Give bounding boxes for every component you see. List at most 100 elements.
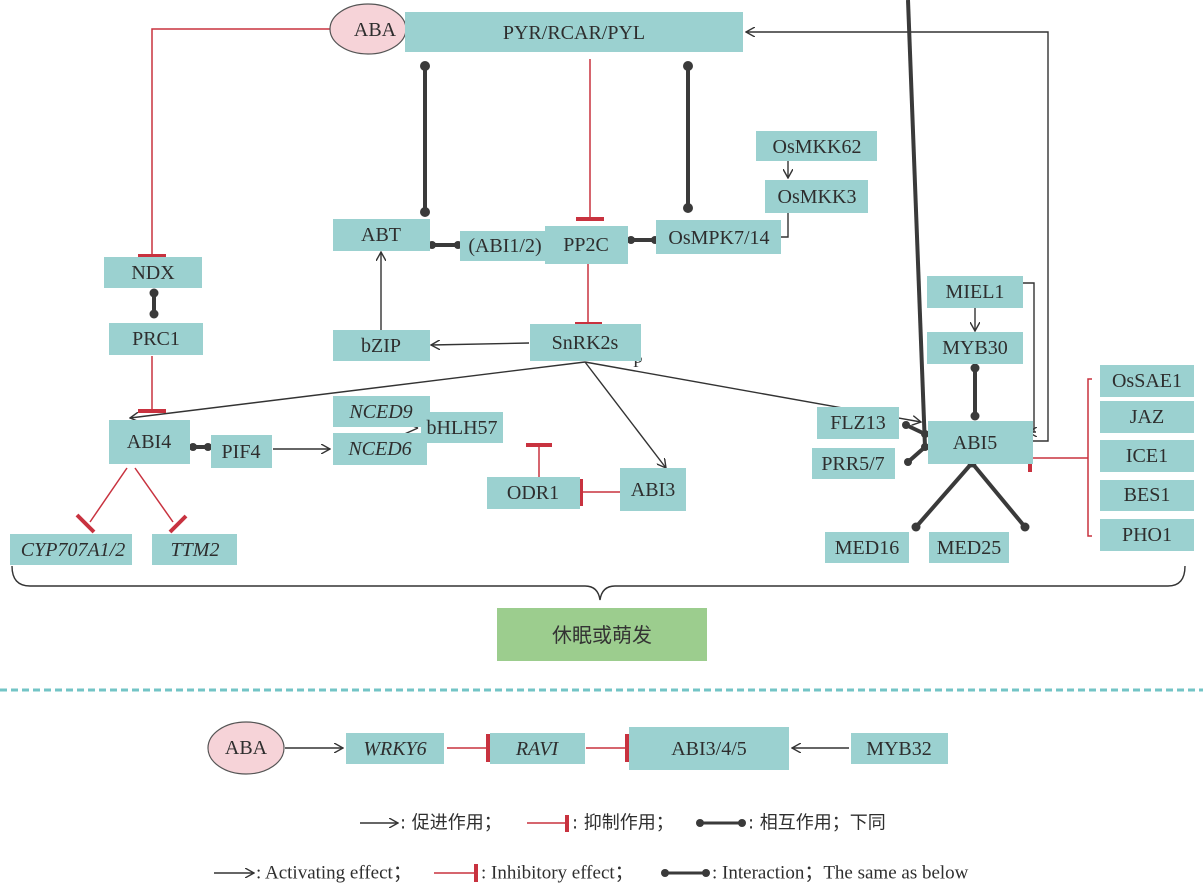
inhibit-bar-ttm2 (168, 514, 188, 534)
interaction-dot (683, 203, 693, 213)
interaction-dot (420, 61, 430, 71)
svg-text:bHLH57: bHLH57 (426, 417, 497, 439)
node-nced9: NCED9 (333, 396, 430, 427)
interaction-dot (420, 207, 430, 217)
edge-miel1-abi5 (1022, 282, 1036, 433)
outcome-brace (11, 565, 1186, 601)
interaction-dot (696, 819, 704, 827)
interaction-dot (204, 443, 212, 451)
node-miel1: MIEL1 (927, 276, 1023, 308)
node-osmpk7-14: OsMPK7/14 (656, 220, 781, 254)
svg-text:PHO1: PHO1 (1122, 524, 1172, 546)
node-pp2c: PP2C (545, 226, 628, 264)
edge-aba-ndx-inhibit (151, 28, 332, 256)
node-bhlh57: bHLH57 (421, 412, 503, 443)
interaction-dot (702, 869, 710, 877)
svg-text:MYB32: MYB32 (866, 738, 932, 760)
outcome-dormancy-germination: 休眠或萌发 (497, 608, 707, 661)
svg-text:CYP707A1/2: CYP707A1/2 (21, 539, 125, 561)
interaction-dot (904, 458, 912, 466)
svg-text:NCED9: NCED9 (348, 401, 412, 423)
node-aba-bottom: ABA (207, 721, 285, 775)
node-pho1: PHO1 (1100, 519, 1194, 551)
edge-snrk-abi3 (584, 361, 666, 468)
node-snrk2s: SnRK2s (530, 324, 641, 361)
svg-text:bZIP: bZIP (361, 335, 401, 357)
legend-interaction-cn: : 相互作用；下同 (748, 813, 886, 834)
node-ttm2: TTM2 (152, 534, 237, 565)
edge-abi5-pyr-activate (746, 32, 1049, 442)
legend-activating-en: : Activating effect； (256, 863, 412, 884)
svg-text:NDX: NDX (131, 262, 175, 284)
svg-text:WRKY6: WRKY6 (363, 738, 426, 760)
interaction-dot (149, 288, 159, 298)
node-prr5-7: PRR5/7 (812, 448, 895, 479)
interaction-dot (921, 443, 929, 451)
phosphorylation-label: P (633, 352, 642, 371)
svg-text:PYR/RCAR/PYL: PYR/RCAR/PYL (503, 22, 645, 44)
svg-text:PIF4: PIF4 (222, 441, 261, 463)
interaction-dot (1020, 522, 1030, 532)
interaction-dot (902, 421, 910, 429)
edge-right-group-bracket (1087, 378, 1092, 537)
svg-text:ABI5: ABI5 (953, 432, 997, 454)
node-abi1-2: (ABI1/2) (460, 231, 550, 261)
node-abi3: ABI3 (620, 468, 686, 511)
svg-text:SnRK2s: SnRK2s (552, 332, 619, 354)
svg-text:RAVI: RAVI (515, 738, 560, 760)
svg-text:MED25: MED25 (937, 537, 1001, 559)
node-abi3-4-5: ABI3/4/5 (629, 727, 789, 770)
edge-snrk-abi4 (130, 361, 586, 418)
node-med25: MED25 (929, 532, 1009, 563)
node-cyp707a1-2: CYP707A1/2 (10, 534, 132, 565)
svg-text:FLZ13: FLZ13 (830, 412, 886, 434)
legend-chinese: : 促进作用； : 抑制作用； : 相互作用；下同 (360, 813, 886, 834)
node-pyr-rcar-pyl: PYR/RCAR/PYL (405, 12, 743, 52)
node-ossae1: OsSAE1 (1100, 365, 1194, 397)
node-ravi: RAVI (490, 733, 585, 764)
legend-english: : Activating effect； : Inhibitory effect… (214, 863, 969, 884)
svg-text:TTM2: TTM2 (171, 539, 220, 561)
inhibit-bar-cyp707 (75, 513, 96, 534)
legend-activating-cn: : 促进作用； (400, 813, 502, 834)
edge-abi5-med25-interact (970, 461, 1027, 529)
node-ice1: ICE1 (1100, 440, 1194, 472)
node-abi4: ABI4 (109, 420, 190, 464)
svg-text:ABT: ABT (361, 224, 401, 246)
svg-text:ICE1: ICE1 (1126, 445, 1168, 467)
interaction-dot (189, 443, 197, 451)
svg-text:BES1: BES1 (1124, 484, 1171, 506)
interaction-dot (149, 309, 159, 319)
node-bes1: BES1 (1100, 480, 1194, 511)
edge-prr57-abi5-interact (906, 0, 927, 448)
node-abt: ABT (333, 219, 430, 251)
edge-abi4-cyp707-inhibit (89, 467, 128, 523)
node-med16: MED16 (825, 532, 909, 563)
svg-text:PRC1: PRC1 (132, 328, 180, 350)
svg-text:OsSAE1: OsSAE1 (1112, 370, 1182, 392)
node-osmkk3: OsMKK3 (765, 180, 868, 213)
node-myb32: MYB32 (851, 733, 948, 764)
legend-inhibitory-cn: : 抑制作用； (572, 813, 674, 834)
interaction-dot (627, 236, 635, 244)
svg-text:ABI4: ABI4 (127, 431, 171, 453)
svg-text:休眠或萌发: 休眠或萌发 (552, 623, 652, 647)
svg-text:MYB30: MYB30 (942, 337, 1008, 359)
node-pif4: PIF4 (211, 435, 272, 468)
node-prc1: PRC1 (109, 323, 203, 355)
edge-abi4-ttm2-inhibit (134, 467, 174, 523)
svg-text:OsMKK3: OsMKK3 (778, 186, 857, 208)
svg-text:OsMKK62: OsMKK62 (773, 136, 862, 158)
interaction-dot (738, 819, 746, 827)
node-bzip: bZIP (333, 330, 430, 361)
legend-interaction-en: : Interaction；The same as below (712, 863, 969, 884)
edge-snrk-bzip (431, 343, 530, 345)
svg-text:PP2C: PP2C (563, 234, 609, 256)
svg-text:JAZ: JAZ (1130, 406, 1164, 428)
svg-text:ABI3/4/5: ABI3/4/5 (671, 738, 747, 760)
svg-text:MIEL1: MIEL1 (946, 281, 1005, 303)
svg-text:(ABI1/2): (ABI1/2) (468, 235, 541, 257)
interaction-dot (970, 363, 980, 373)
interaction-dot (970, 411, 980, 421)
